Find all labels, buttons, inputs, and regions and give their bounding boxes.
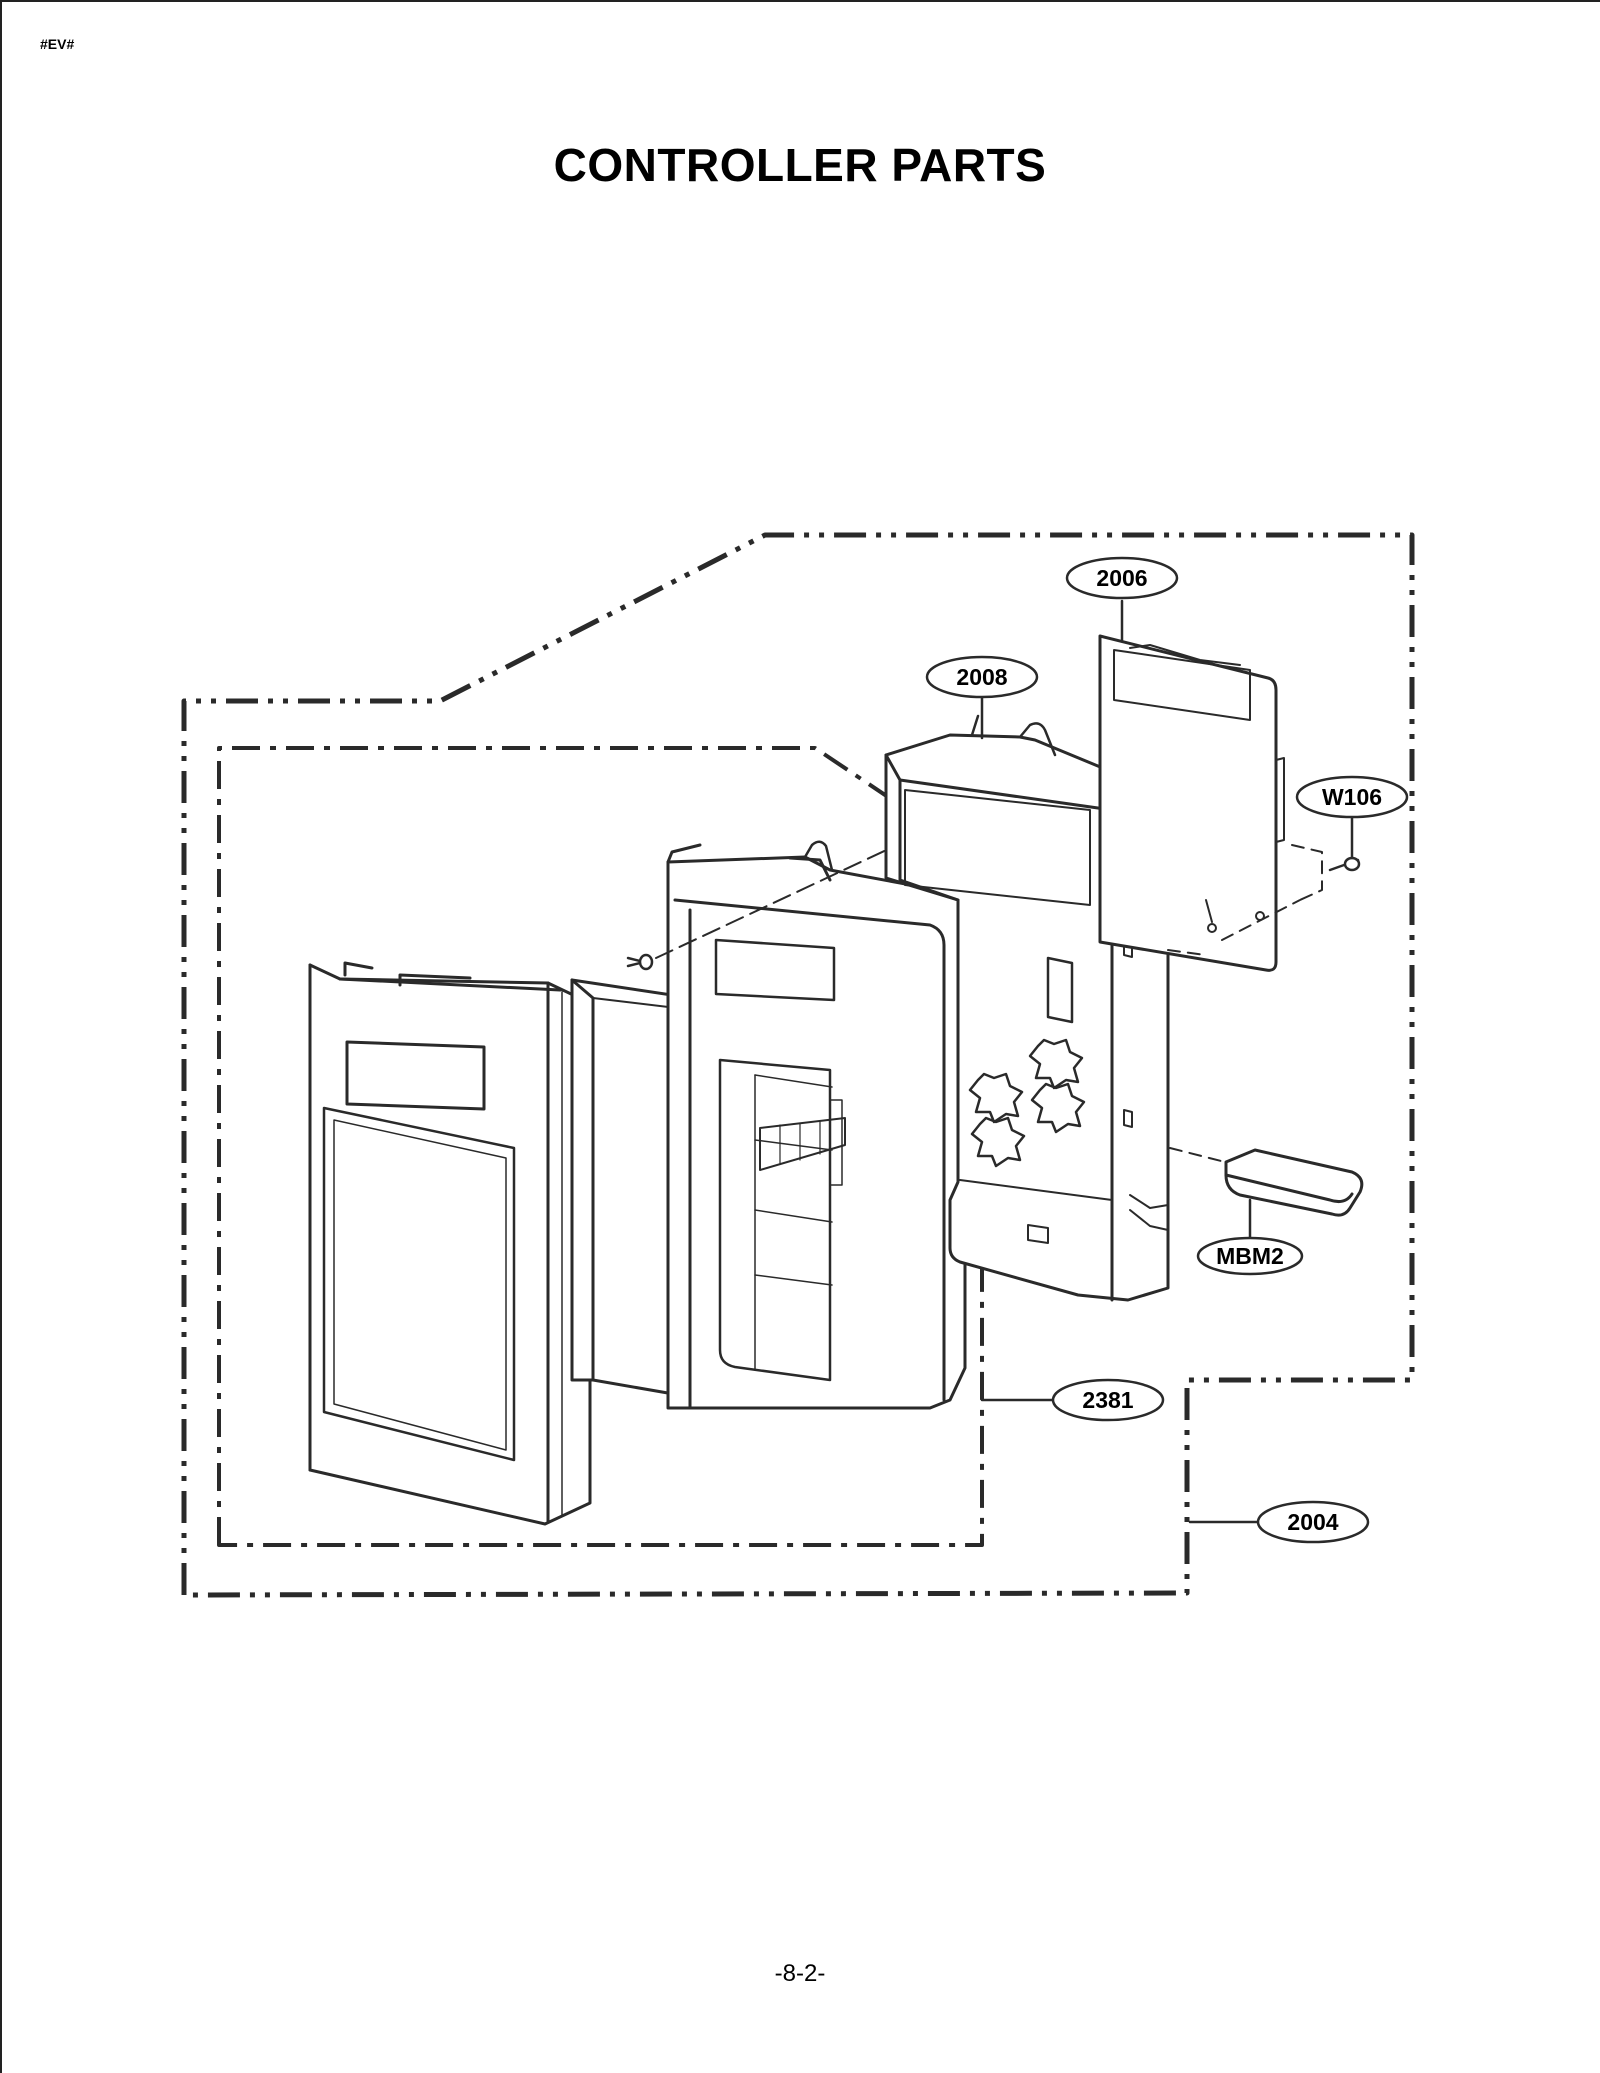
- callout-2004: 2004: [1256, 1500, 1370, 1544]
- callout-label: 2381: [1082, 1387, 1133, 1413]
- pcb-2006: [1098, 634, 1285, 972]
- callout-label: 2006: [1096, 565, 1147, 591]
- module-mbm2: [1224, 1148, 1364, 1217]
- alignment-line-pcb: [1167, 844, 1323, 956]
- callout-label: W106: [1322, 784, 1382, 810]
- assembly-2381-boundary: [217, 746, 984, 1547]
- page-title: CONTROLLER PARTS: [553, 139, 1047, 191]
- front-panel: [308, 961, 592, 1526]
- page-number: -8-2-: [774, 1960, 826, 1987]
- leader-lines: [980, 599, 1354, 1524]
- screw-panel: [626, 953, 654, 971]
- callout-label: 2004: [1287, 1509, 1338, 1535]
- assembly-2004-boundary: [181, 532, 1415, 1598]
- panel-frame: [666, 840, 967, 1410]
- callout-2008: 2008: [925, 655, 1039, 699]
- callout-label: 2008: [956, 664, 1007, 690]
- callout-label: MBM2: [1216, 1243, 1284, 1269]
- callout-2006: 2006: [1065, 556, 1179, 600]
- screw-w106: [1328, 856, 1361, 872]
- callout-w106: W106: [1295, 775, 1409, 819]
- callout-mbm2: MBM2: [1196, 1236, 1304, 1276]
- document-code: #EV#: [40, 36, 75, 52]
- alignment-line-mbm2: [1169, 1147, 1226, 1163]
- callout-2381: 2381: [1051, 1378, 1165, 1422]
